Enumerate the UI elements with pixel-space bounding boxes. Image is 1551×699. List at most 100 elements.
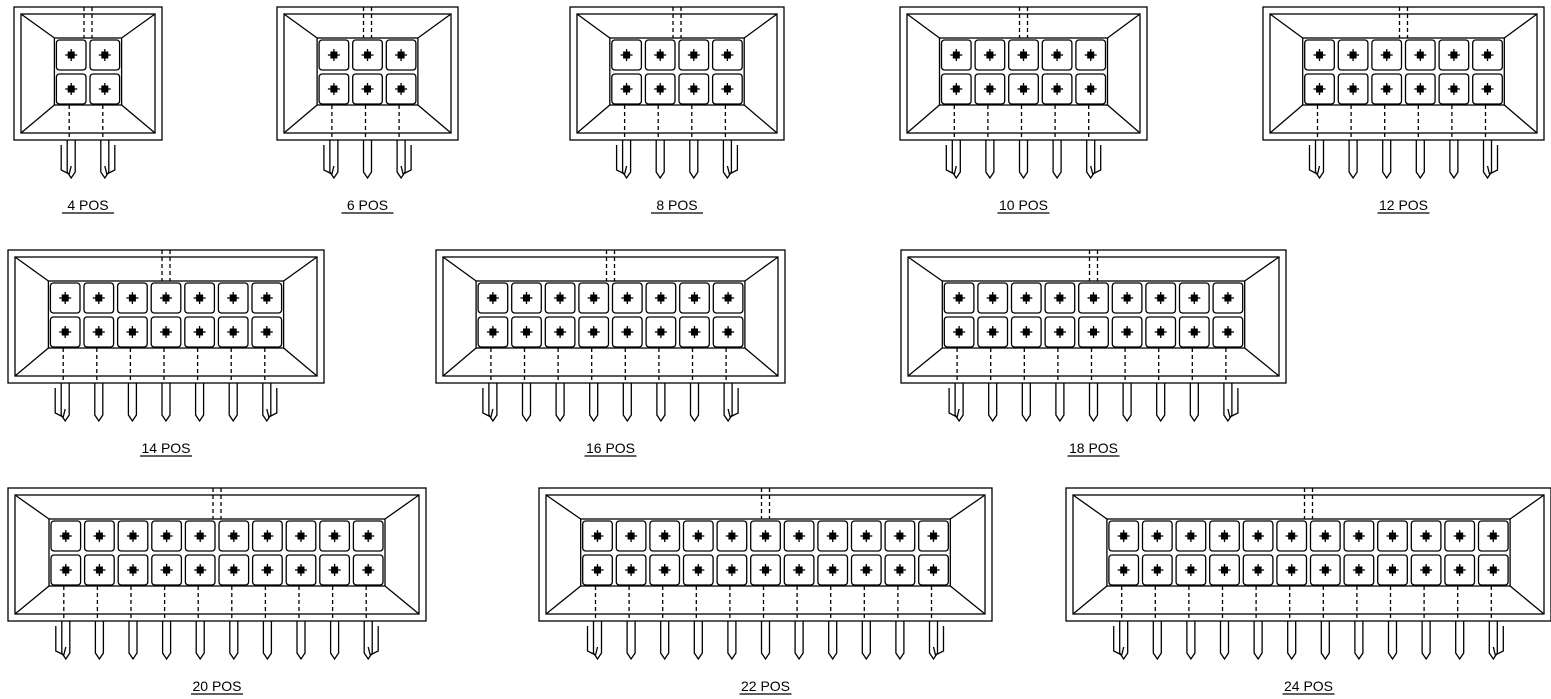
pin-cavity [1078, 316, 1109, 348]
pin-cavity [1377, 520, 1408, 552]
lead-pin [626, 621, 636, 661]
pin-cavity [184, 520, 216, 552]
lead-pin [329, 621, 340, 661]
pin-cavity [649, 554, 681, 586]
lead-pin [1086, 140, 1096, 180]
pin-cavity [682, 554, 714, 586]
pin-grid [1106, 518, 1511, 587]
lead-pin [722, 140, 733, 180]
lead-pin [1455, 621, 1465, 661]
pin-grid [1302, 37, 1505, 106]
chamfer-line [14, 585, 50, 615]
pin-cavity [1111, 282, 1143, 314]
pin-cavity [1438, 39, 1470, 71]
pin-cavity [1141, 554, 1173, 586]
lead-pin [1348, 140, 1358, 180]
connector-4-pos: 4 POS [13, 6, 163, 214]
pin-grid [580, 518, 951, 587]
connector-22-pos: 22 POS [538, 487, 993, 695]
pin-cavity [918, 554, 949, 586]
pin-cavity [884, 520, 916, 552]
pin-grid [316, 37, 419, 106]
pin-cavity [1178, 282, 1210, 314]
housing-inner [906, 13, 1141, 134]
pin-cavity [1175, 520, 1207, 552]
pin-cavity [1477, 554, 1509, 586]
lead-pin [1253, 621, 1263, 661]
pin-cavity [1343, 520, 1375, 552]
pin-cavity [1111, 316, 1143, 348]
connector-14-pos: 14 POS [7, 249, 325, 457]
lead-pin [161, 383, 171, 423]
lead-pin [592, 621, 603, 661]
connector-24-pos: 24 POS [1065, 487, 1551, 695]
lead-pin [60, 383, 70, 423]
lead-pin [622, 383, 632, 423]
pin-cavity [352, 39, 383, 71]
chamfer-line [545, 585, 582, 615]
latch-hook [482, 388, 494, 418]
position-label: 16 POS [586, 440, 635, 456]
lead-pin [161, 621, 172, 661]
pin-cavity [1008, 73, 1039, 105]
pin-cavity [83, 520, 115, 552]
latch-hook [1113, 626, 1125, 656]
pin-cavity [352, 520, 384, 552]
latch-hook [60, 145, 72, 175]
pin-cavity [150, 282, 182, 314]
lead-pin [1415, 140, 1425, 180]
pin-cavity [1242, 554, 1274, 586]
chamfer-line [1503, 104, 1538, 134]
lead-pin [1382, 140, 1392, 180]
chamfer-line [744, 256, 779, 282]
chamfer-line [576, 13, 611, 39]
pin-cavity [55, 39, 87, 71]
housing-outer [435, 249, 786, 384]
chamfer-line [1269, 104, 1304, 134]
lead-pin [1482, 140, 1493, 180]
lead-pin [985, 140, 995, 180]
lead-pin [1421, 621, 1431, 661]
pin-cavity [1209, 520, 1240, 552]
pin-cavity [817, 554, 849, 586]
lead-pin [656, 383, 666, 423]
lead-pin [1223, 383, 1233, 423]
pin-grid [938, 37, 1109, 106]
housing-outer [7, 249, 325, 384]
pin-cavity [578, 282, 610, 314]
pin-cavity [977, 282, 1009, 314]
connector-10-pos: 10 POS [899, 6, 1148, 214]
connector-12-pos: 12 POS [1262, 6, 1545, 214]
pin-cavity [352, 554, 384, 586]
lead-pin [94, 621, 105, 661]
pin-cavity [615, 554, 647, 586]
lead-pin [660, 621, 670, 661]
chamfer-line [14, 494, 50, 520]
lead-pin [1219, 621, 1230, 661]
pin-cavity [318, 73, 350, 105]
pin-cavity [850, 554, 882, 586]
connector-20-pos: 20 POS [7, 487, 427, 695]
latch-hook [726, 145, 739, 175]
housing-outer [13, 6, 163, 141]
lead-pin [363, 621, 373, 661]
lead-pin [195, 621, 205, 661]
lead-pin [396, 140, 406, 180]
pin-grid [941, 280, 1246, 349]
pin-cavity [319, 554, 351, 586]
lead-pin [727, 621, 737, 661]
pin-cavity [477, 316, 509, 348]
lead-pin [1449, 140, 1459, 180]
chamfer-line [283, 347, 318, 377]
lead-pin [229, 621, 239, 661]
pin-cavity [83, 282, 115, 314]
lead-pin [951, 140, 961, 180]
lead-pin [760, 621, 771, 661]
pin-cavity [1371, 73, 1403, 105]
position-label: 6 POS [347, 197, 388, 213]
pin-cavity [716, 520, 748, 552]
pin-cavity [1438, 73, 1470, 105]
chamfer-line [1107, 104, 1141, 134]
pin-cavity [1337, 73, 1369, 105]
position-label: 22 POS [741, 678, 790, 694]
